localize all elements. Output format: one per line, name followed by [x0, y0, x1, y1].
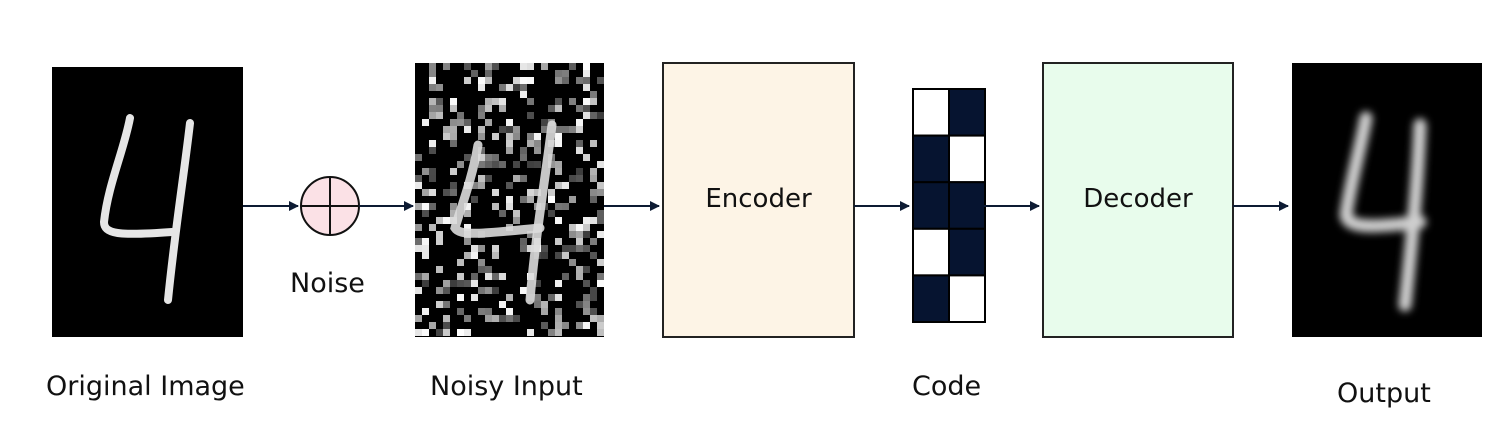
code-label: Code — [912, 371, 982, 402]
code-cell — [912, 134, 950, 184]
code-cell — [948, 274, 986, 323]
noisy-input-label: Noisy Input — [430, 371, 583, 402]
code-cell — [912, 88, 950, 137]
original-image — [52, 67, 243, 337]
code-cell — [912, 181, 950, 230]
output-label: Output — [1337, 378, 1431, 409]
decoder-box — [1042, 62, 1234, 338]
output-image — [1292, 63, 1482, 337]
noise-label: Noise — [290, 268, 365, 299]
noisy-input-image — [415, 63, 604, 337]
code-cell — [948, 134, 986, 184]
encoder-label: Encoder — [705, 184, 812, 214]
noise-pattern — [415, 63, 604, 336]
code-cell — [912, 227, 950, 277]
code-cell — [912, 274, 950, 323]
code-cell — [948, 227, 986, 277]
code-cell — [948, 88, 986, 137]
code-grid — [912, 88, 986, 323]
code-cell — [948, 181, 986, 230]
decoder-label: Decoder — [1083, 184, 1193, 214]
noise-adder-icon — [300, 176, 360, 236]
original-image-label: Original Image — [46, 371, 245, 402]
encoder-box — [662, 62, 855, 338]
